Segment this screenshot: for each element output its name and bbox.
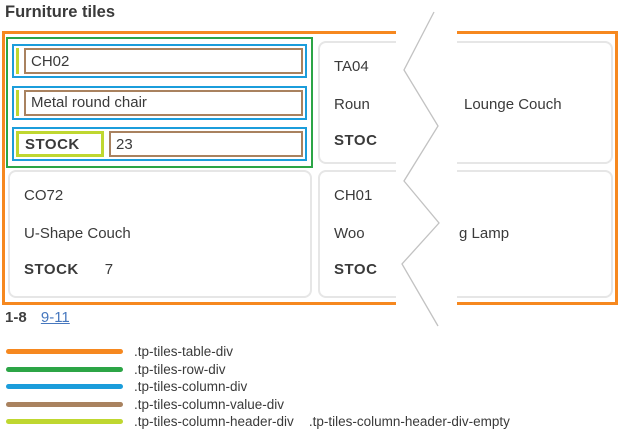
legend-row-column-div: .tp-tiles-column-div [6,378,510,396]
name-text: Roun [334,96,370,113]
pagination: 1-8 9-11 [5,309,70,326]
legend-swatch-brown [6,401,123,407]
sku-text: CH01 [334,187,373,204]
legend-swatch-blue [6,384,123,390]
tear-zigzag [401,11,440,327]
tile-card-annotated[interactable]: CH02 Metal round chair STOCK 23 [6,37,313,168]
legend: .tp-tiles-table-div .tp-tiles-row-div .t… [6,343,510,431]
legend-label: .tp-tiles-column-value-div [134,396,285,412]
legend-row-table-div: .tp-tiles-table-div [6,343,510,361]
page-range-link[interactable]: 9-11 [40,309,70,326]
name-text: Woo [334,225,365,242]
column-header-empty [16,89,19,116]
legend-label: .tp-tiles-table-div [134,344,234,360]
legend-label: .tp-tiles-row-div [134,361,226,377]
stock-value: 23 [109,131,303,157]
page-title: Furniture tiles [5,3,116,21]
tear-overlay [396,0,457,333]
name-text-fragment: g Lamp [459,225,510,242]
legend-label: .tp-tiles-column-div [134,379,248,395]
stock-value: 7 [104,261,114,278]
name-text-fragment: Lounge Couch [464,96,562,113]
name-value: Metal round chair [24,89,303,116]
stock-label: STOC [334,261,378,278]
legend-row-value-div: .tp-tiles-column-value-div [6,396,510,414]
column-div-stock: STOCK 23 [12,127,307,161]
legend-swatch-lime [6,419,123,425]
legend-label-empty: .tp-tiles-column-header-div-empty [308,414,510,430]
sku-text: CO72 [24,187,64,204]
tile-card[interactable]: CO72 U-Shape Couch STOCK 7 [8,170,312,298]
stock-label: STOC [334,132,378,149]
legend-swatch-green [6,366,123,372]
sku-value: CH02 [24,48,303,74]
legend-swatch-orange [6,349,123,355]
page-range-current: 1-8 [5,309,27,326]
tile-card[interactable]: CH01 Woo g Lamp STOC [318,170,613,298]
legend-row-row-div: .tp-tiles-row-div [6,361,510,379]
stock-row: STOCK 7 [24,260,113,280]
sku-text: TA04 [334,58,369,75]
legend-label: .tp-tiles-column-header-div [134,414,294,430]
tile-card[interactable]: TA04 Roun Lounge Couch STOC [318,41,613,164]
column-div-sku: CH02 [12,44,307,78]
column-header-empty [16,48,19,74]
legend-row-header-div: .tp-tiles-column-header-div .tp-tiles-co… [6,413,510,431]
name-text: U-Shape Couch [24,225,131,242]
stock-header: STOCK [16,131,104,157]
tiles-table-outline [2,31,618,305]
stock-label: STOCK [24,261,79,278]
column-div-name: Metal round chair [12,85,307,120]
